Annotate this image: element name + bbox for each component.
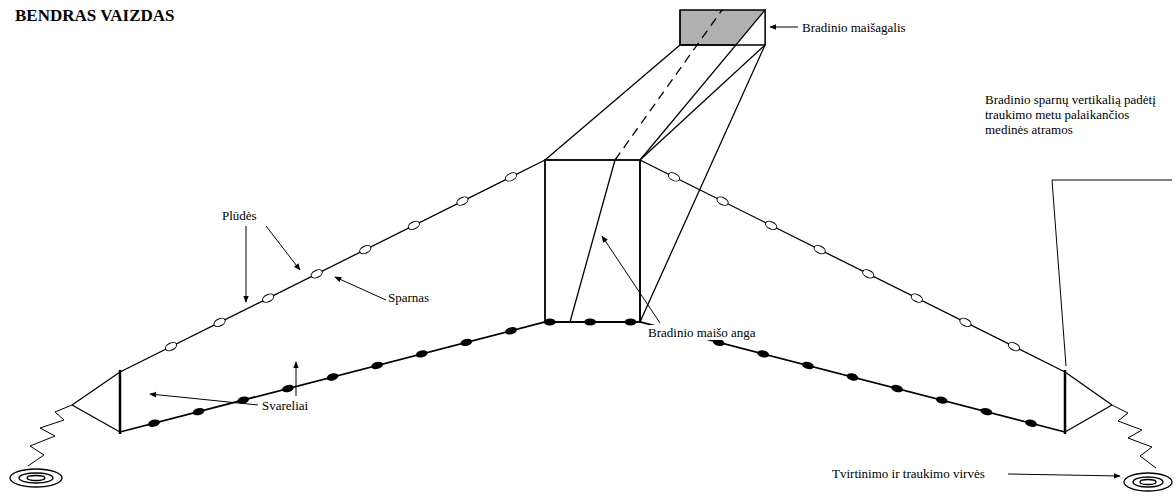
lead-weight <box>935 395 948 405</box>
lead-weight <box>1024 418 1037 428</box>
float-line <box>120 160 545 372</box>
lead-weight <box>801 361 814 371</box>
rope <box>72 372 120 405</box>
float <box>813 244 827 256</box>
leader-line <box>266 226 300 270</box>
bag-inner-edge <box>570 160 615 322</box>
rope-coil <box>10 469 62 487</box>
float <box>861 268 875 280</box>
part-label: Bradinio maišagalis <box>802 20 906 35</box>
lead-weight <box>326 372 339 382</box>
lead-weight <box>415 349 428 359</box>
lead-weight <box>370 361 383 371</box>
wooden-pole <box>119 370 122 434</box>
lead-line <box>120 322 1065 432</box>
bag-edge <box>545 45 680 160</box>
float <box>958 317 972 329</box>
lead-weight <box>980 407 993 417</box>
float <box>310 268 324 280</box>
bag-edge <box>680 44 765 45</box>
lead-weight <box>846 372 859 382</box>
float <box>667 171 681 183</box>
bag-edge <box>640 45 765 160</box>
float <box>261 292 275 304</box>
float <box>164 341 178 353</box>
lead-weight <box>147 418 160 428</box>
leader-line <box>602 236 660 323</box>
part-label: Bradinio sparnų vertikalią padėtį trauki… <box>985 92 1165 137</box>
leader-line <box>150 394 258 405</box>
rope <box>1065 405 1112 432</box>
lead-weight <box>544 319 556 326</box>
float <box>716 195 730 207</box>
part-label: Sparnas <box>388 290 429 305</box>
rope <box>1112 405 1156 468</box>
leader-line <box>296 362 297 396</box>
float <box>407 220 421 232</box>
part-label: Plūdės <box>222 208 257 223</box>
float <box>764 220 778 232</box>
rope-coil <box>27 476 45 481</box>
bag-opening <box>545 160 640 322</box>
part-label: Tvirtinimo ir traukimo virvės <box>832 466 985 481</box>
title: BENDRAS VAIZDAS <box>15 6 175 26</box>
float <box>455 195 469 207</box>
rope-coil <box>1124 473 1172 491</box>
rope-coil <box>19 473 53 483</box>
lead-weight <box>890 384 903 394</box>
leader-line <box>246 226 247 302</box>
lead-weight <box>504 326 517 336</box>
leader-line <box>1052 180 1172 181</box>
lead-weight <box>192 407 205 417</box>
leader-line <box>1008 474 1120 476</box>
lead-weight <box>281 384 294 394</box>
part-label: Bradinio maišo anga <box>648 325 756 340</box>
part-label: Svareliai <box>262 398 308 413</box>
bag-hidden-edge <box>615 10 722 160</box>
leader-line <box>770 27 798 28</box>
rope <box>1065 372 1112 405</box>
float <box>910 292 924 304</box>
rope <box>72 405 120 432</box>
rope-coil <box>1133 477 1163 487</box>
lead-weight <box>460 337 473 347</box>
float <box>504 171 518 183</box>
float <box>213 317 227 329</box>
float-line <box>640 160 1065 372</box>
lead-weight <box>757 349 770 359</box>
lead-weight <box>584 319 596 326</box>
float <box>358 244 372 256</box>
float <box>1007 341 1021 353</box>
wooden-pole <box>1064 370 1067 434</box>
bag-edge <box>679 10 680 45</box>
rope-coil <box>1140 480 1156 485</box>
bag-side <box>640 10 765 322</box>
lead-weight <box>625 319 637 326</box>
leader-line <box>1052 180 1066 366</box>
leader-line <box>335 277 386 300</box>
rope <box>28 405 72 466</box>
